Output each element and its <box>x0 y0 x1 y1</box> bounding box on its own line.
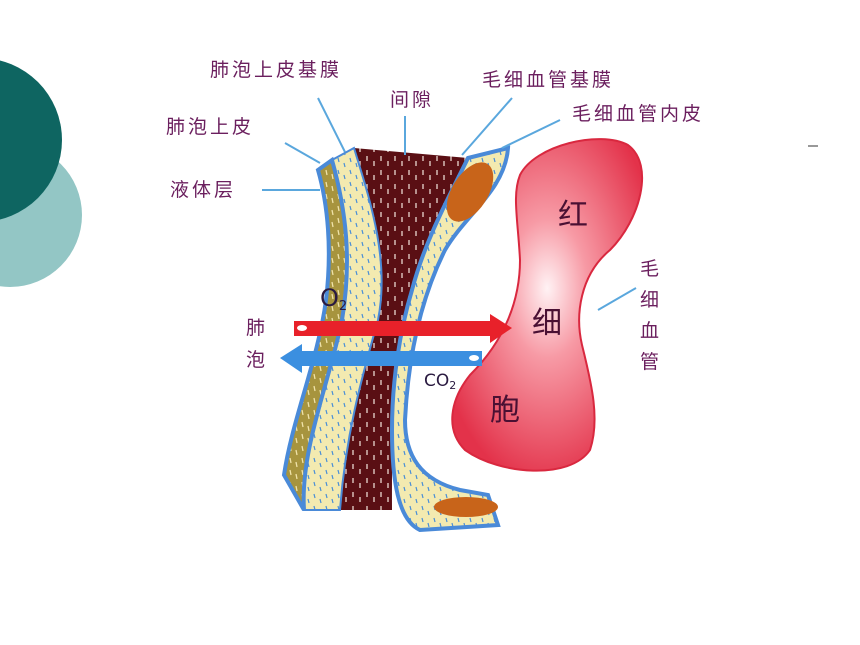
label-capillary-endothelium: 毛细血管内皮 <box>572 103 704 125</box>
label-co2: CO2 <box>424 371 456 392</box>
alveolar-epithelium <box>281 156 349 511</box>
decor-circle-dark <box>0 60 62 220</box>
label-interstitial-space: 间隙 <box>390 89 434 111</box>
interstitial-space <box>340 148 468 510</box>
label-alveolus-1: 肺 <box>246 317 268 339</box>
label-capillary-basement-membrane: 毛细血管基膜 <box>482 69 614 91</box>
endothelial-nucleus-top <box>446 162 494 222</box>
label-liquid-layer: 液体层 <box>170 179 236 201</box>
label-capillary-3: 血 <box>640 320 662 342</box>
label-alveolar-epithelium: 肺泡上皮 <box>166 116 254 138</box>
label-alveolar-basement-membrane: 肺泡上皮基膜 <box>210 59 342 81</box>
leader-lines <box>262 97 637 311</box>
label-rbc-2: 细 <box>532 306 562 341</box>
label-capillary-4: 管 <box>640 351 662 373</box>
label-capillary-1: 毛 <box>640 258 662 280</box>
o2-arrow <box>294 314 512 343</box>
co2-arrow <box>280 344 482 373</box>
endothelial-nucleus-bottom <box>434 497 498 517</box>
label-rbc-3: 胞 <box>490 393 520 428</box>
capillary-wall <box>389 145 511 533</box>
label-capillary-2: 细 <box>640 289 662 311</box>
red-blood-cell <box>451 138 643 472</box>
label-rbc-1: 红 <box>558 198 588 233</box>
label-alveolus-2: 泡 <box>246 349 268 371</box>
label-o2: O2 <box>320 284 347 314</box>
